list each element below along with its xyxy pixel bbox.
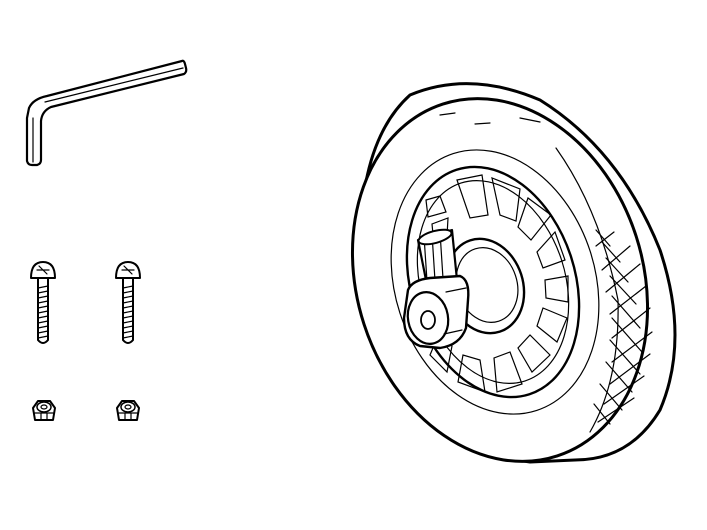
wheel-icon: [350, 82, 677, 464]
lock-nut-icon: [116, 400, 140, 421]
lock-nut-icon: [32, 400, 56, 421]
hex-key-icon: [25, 59, 188, 167]
screw-icon: [115, 261, 141, 344]
screw-icon: [30, 261, 56, 344]
